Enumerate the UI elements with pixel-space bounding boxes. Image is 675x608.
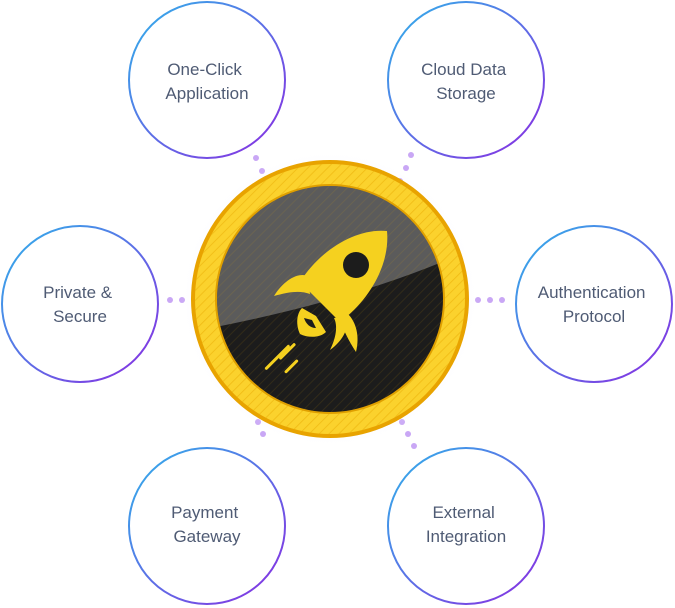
feature-node-private-secure: Private & Secure (1, 225, 159, 383)
feature-label-line: Private & (43, 283, 113, 302)
feature-node-external-integration: External Integration (387, 447, 545, 605)
svg-text:One-Click Application: One-Click Application (165, 60, 248, 103)
feature-label-line: Payment (171, 503, 238, 522)
svg-text:Cloud Data Storage: Cloud Data Storage (421, 60, 511, 103)
feature-label-line: Authentication (538, 283, 646, 302)
svg-text:Private & Secure: Private & Secure (43, 283, 117, 326)
feature-node-payment-gateway: Payment Gateway (128, 447, 286, 605)
svg-text:Authentication Protocol: Authentication Protocol (538, 283, 650, 326)
feature-label-line: External (432, 503, 494, 522)
feature-label-line: Protocol (563, 307, 625, 326)
feature-label-line: Application (165, 84, 248, 103)
feature-label-line: One-Click (167, 60, 242, 79)
center-coin (180, 149, 480, 449)
feature-node-one-click: One-Click Application (128, 1, 286, 159)
rocket-icon (264, 230, 388, 374)
svg-text:External Integration: External Integration (426, 503, 506, 546)
feature-label-line: Cloud Data (421, 60, 507, 79)
feature-label-line: Gateway (173, 527, 241, 546)
feature-label-line: Secure (53, 307, 107, 326)
feature-node-cloud-storage: Cloud Data Storage (387, 1, 545, 159)
feature-node-auth-protocol: Authentication Protocol (515, 225, 673, 383)
feature-label-line: Storage (436, 84, 496, 103)
feature-label-line: Integration (426, 527, 506, 546)
svg-text:Payment Gateway: Payment Gateway (171, 503, 243, 546)
